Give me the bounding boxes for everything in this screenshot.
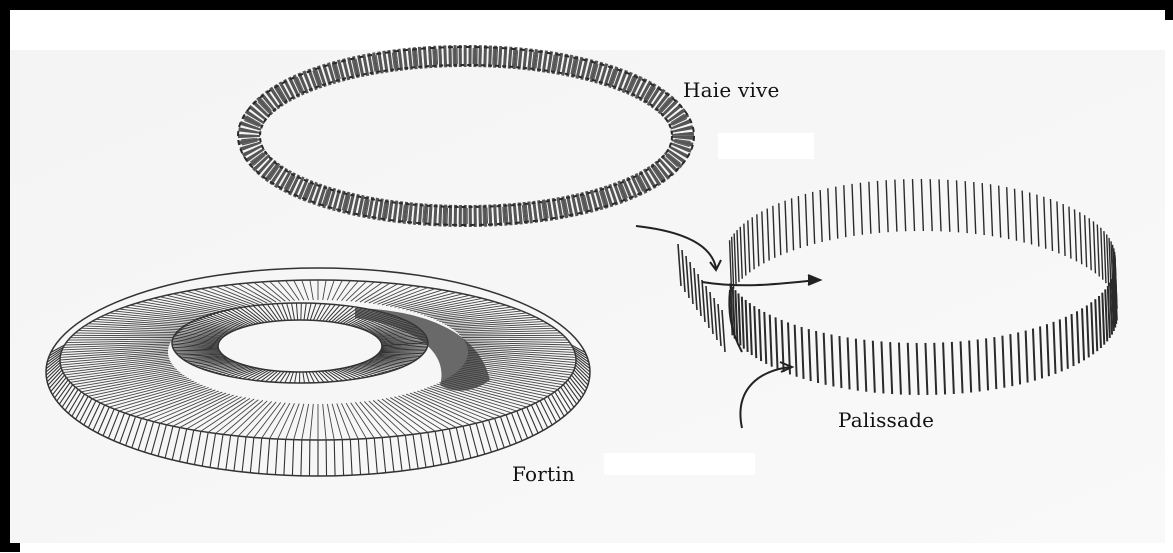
erased-area	[604, 453, 755, 475]
label-fortin: Fortin	[512, 462, 575, 486]
erased-area	[718, 133, 814, 159]
label-haie-vive: Haie vive	[683, 78, 780, 102]
label-palissade: Palissade	[838, 408, 934, 432]
